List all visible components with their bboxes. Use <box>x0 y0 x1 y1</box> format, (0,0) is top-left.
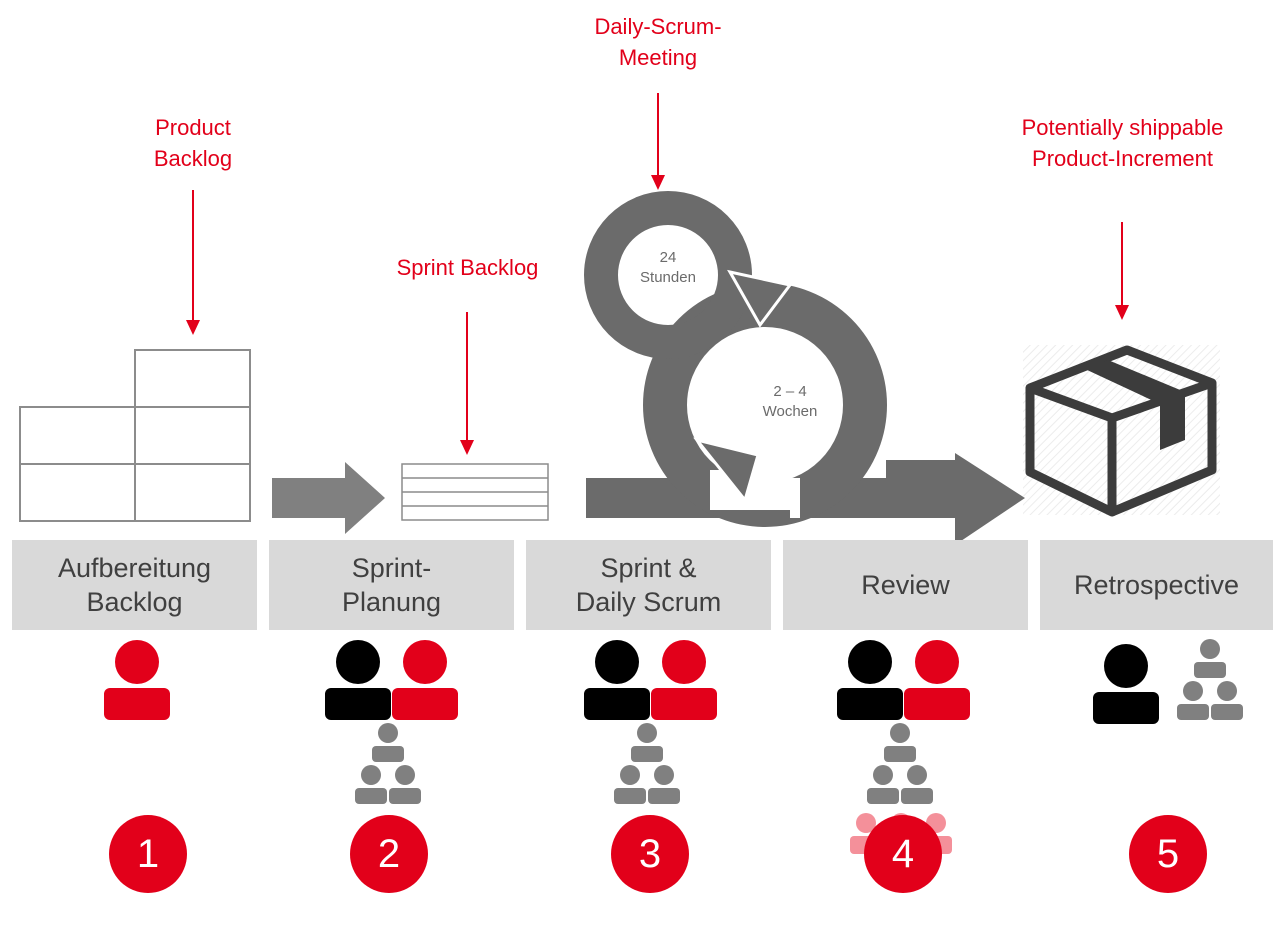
stage-box-2: Sprint- Planung <box>269 540 514 630</box>
team-icon-3 <box>614 723 680 804</box>
product-owner-icon-3 <box>651 640 717 720</box>
sprint-backlog-arrow <box>460 312 474 455</box>
stage-number-1: 1 <box>109 815 187 893</box>
scrum-master-icon-3 <box>584 640 650 720</box>
scrum-master-icon-5 <box>1093 644 1159 724</box>
stage-number-4: 4 <box>864 815 942 893</box>
stage-box-5: Retrospective <box>1040 540 1273 630</box>
daily-scrum-meeting-label: Daily-Scrum- Meeting <box>594 14 722 70</box>
product-backlog-arrow <box>186 190 200 335</box>
stage-label-2: Sprint- Planung <box>341 553 442 617</box>
product-owner-icon-2 <box>392 640 458 720</box>
stage-label-3: Sprint & Daily Scrum <box>575 553 722 617</box>
team-icon-2 <box>355 723 421 804</box>
stage-box-4: Review <box>783 540 1028 630</box>
team-icon-5 <box>1177 639 1243 720</box>
stage-box-1: Aufbereitung Backlog <box>12 540 257 630</box>
sprint-cycle-label: 2 – 4 Wochen <box>762 383 818 420</box>
scrum-master-icon-4 <box>837 640 903 720</box>
stage-number-3: 3 <box>611 815 689 893</box>
product-backlog-label: Product Backlog <box>153 115 233 171</box>
increment-label: Potentially shippable Product-Increment <box>1021 115 1224 171</box>
scrum-master-icon-2 <box>325 640 391 720</box>
stage-number-2: 2 <box>350 815 428 893</box>
sprint-cycle-graphic <box>584 191 1025 545</box>
sprint-backlog-list <box>401 463 549 521</box>
sprint-backlog-label: Sprint Backlog <box>396 255 539 280</box>
team-icon-4 <box>867 723 933 804</box>
package-icon <box>1023 345 1220 517</box>
increment-arrow <box>1115 222 1129 320</box>
stage-box-3: Sprint & Daily Scrum <box>526 540 771 630</box>
product-owner-icon-1 <box>104 640 170 720</box>
stage-number-5: 5 <box>1129 815 1207 893</box>
stage-label-1: Aufbereitung Backlog <box>57 553 212 617</box>
stage-label-5: Retrospective <box>1073 570 1240 600</box>
product-backlog-grid <box>19 349 251 522</box>
flow-arrow-1 <box>272 462 385 534</box>
product-owner-icon-4 <box>904 640 970 720</box>
stage-label-4: Review <box>861 570 950 600</box>
daily-cycle-label: 24 Stunden <box>640 249 696 286</box>
daily-scrum-arrow <box>651 93 665 190</box>
